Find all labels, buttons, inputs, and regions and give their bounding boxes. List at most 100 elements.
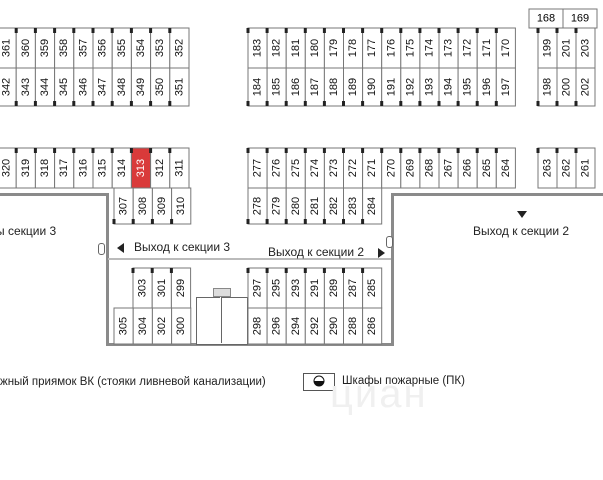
parking-spot-194[interactable]: 194 bbox=[437, 67, 459, 107]
parking-spot-193[interactable]: 193 bbox=[418, 67, 440, 107]
parking-spot-293[interactable]: 293 bbox=[284, 267, 306, 309]
parking-spot-296[interactable]: 296 bbox=[266, 307, 287, 345]
parking-spot-202[interactable]: 202 bbox=[574, 67, 596, 107]
parking-spot-190[interactable]: 190 bbox=[361, 67, 383, 107]
parking-spot-267[interactable]: 267 bbox=[437, 147, 459, 189]
parking-spot-265[interactable]: 265 bbox=[475, 147, 497, 189]
parking-spot-177[interactable]: 177 bbox=[361, 27, 383, 69]
parking-spot-297[interactable]: 297 bbox=[246, 267, 268, 309]
parking-spot-302[interactable]: 302 bbox=[151, 307, 173, 345]
parking-spot-170[interactable]: 170 bbox=[494, 27, 516, 69]
parking-spot-294[interactable]: 294 bbox=[285, 307, 306, 345]
parking-spot-263[interactable]: 263 bbox=[536, 147, 558, 189]
parking-spot-300[interactable]: 300 bbox=[171, 307, 192, 345]
parking-spot-188[interactable]: 188 bbox=[322, 67, 344, 107]
parking-spot-357[interactable]: 357 bbox=[72, 27, 94, 69]
parking-spot-191[interactable]: 191 bbox=[380, 67, 402, 107]
parking-spot-269[interactable]: 269 bbox=[399, 147, 421, 189]
parking-spot-280[interactable]: 280 bbox=[284, 187, 306, 225]
parking-spot-348[interactable]: 348 bbox=[110, 67, 132, 107]
parking-spot-316[interactable]: 316 bbox=[72, 147, 94, 189]
parking-spot-319[interactable]: 319 bbox=[14, 147, 36, 189]
parking-spot-308[interactable]: 308 bbox=[131, 187, 153, 225]
parking-spot-284[interactable]: 284 bbox=[361, 187, 383, 225]
parking-spot-261[interactable]: 261 bbox=[574, 147, 596, 189]
parking-spot-189[interactable]: 189 bbox=[342, 67, 364, 107]
parking-spot-273[interactable]: 273 bbox=[322, 147, 344, 189]
parking-spot-292[interactable]: 292 bbox=[304, 307, 325, 345]
parking-spot-175[interactable]: 175 bbox=[399, 27, 421, 69]
parking-spot-270[interactable]: 270 bbox=[380, 147, 402, 189]
parking-spot-174[interactable]: 174 bbox=[418, 27, 440, 69]
parking-spot-298[interactable]: 298 bbox=[247, 307, 268, 345]
parking-spot-186[interactable]: 186 bbox=[284, 67, 306, 107]
parking-spot-285[interactable]: 285 bbox=[361, 267, 383, 309]
parking-spot-354[interactable]: 354 bbox=[129, 27, 152, 69]
parking-spot-304[interactable]: 304 bbox=[132, 307, 153, 345]
parking-spot-353[interactable]: 353 bbox=[149, 27, 171, 69]
parking-spot-344[interactable]: 344 bbox=[33, 67, 56, 107]
parking-spot-275[interactable]: 275 bbox=[284, 147, 306, 189]
parking-spot-311[interactable]: 311 bbox=[168, 147, 190, 189]
parking-spot-200[interactable]: 200 bbox=[555, 67, 577, 107]
parking-spot-278[interactable]: 278 bbox=[246, 187, 268, 225]
parking-spot-181[interactable]: 181 bbox=[284, 27, 306, 69]
parking-spot-286[interactable]: 286 bbox=[362, 307, 383, 345]
parking-spot-198[interactable]: 198 bbox=[536, 67, 558, 107]
parking-spot-345[interactable]: 345 bbox=[53, 67, 75, 107]
parking-spot-351[interactable]: 351 bbox=[168, 67, 190, 107]
parking-spot-360[interactable]: 360 bbox=[14, 27, 36, 69]
parking-spot-347[interactable]: 347 bbox=[91, 67, 113, 107]
parking-spot-318[interactable]: 318 bbox=[33, 147, 56, 189]
parking-spot-288[interactable]: 288 bbox=[343, 307, 364, 345]
parking-spot-343[interactable]: 343 bbox=[14, 67, 36, 107]
parking-spot-176[interactable]: 176 bbox=[380, 27, 402, 69]
parking-spot-264[interactable]: 264 bbox=[494, 147, 516, 189]
parking-spot-268[interactable]: 268 bbox=[418, 147, 440, 189]
parking-spot-183[interactable]: 183 bbox=[246, 27, 268, 69]
parking-spot-266[interactable]: 266 bbox=[456, 147, 478, 189]
parking-spot-359[interactable]: 359 bbox=[33, 27, 56, 69]
parking-spot-290[interactable]: 290 bbox=[323, 307, 344, 345]
parking-spot-356[interactable]: 356 bbox=[91, 27, 113, 69]
parking-spot-178[interactable]: 178 bbox=[342, 27, 364, 69]
parking-spot-295[interactable]: 295 bbox=[265, 267, 287, 309]
parking-spot-313[interactable]: 313 bbox=[129, 147, 152, 189]
parking-spot-169[interactable]: 169 bbox=[562, 8, 598, 29]
parking-spot-342[interactable]: 342 bbox=[0, 67, 17, 107]
parking-spot-185[interactable]: 185 bbox=[265, 67, 287, 107]
parking-spot-197[interactable]: 197 bbox=[494, 67, 516, 107]
parking-spot-315[interactable]: 315 bbox=[91, 147, 113, 189]
parking-spot-187[interactable]: 187 bbox=[303, 67, 325, 107]
parking-spot-287[interactable]: 287 bbox=[342, 267, 364, 309]
parking-spot-289[interactable]: 289 bbox=[322, 267, 344, 309]
parking-spot-171[interactable]: 171 bbox=[475, 27, 497, 69]
parking-spot-173[interactable]: 173 bbox=[437, 27, 459, 69]
parking-spot-168[interactable]: 168 bbox=[528, 8, 564, 29]
parking-spot-320[interactable]: 320 bbox=[0, 147, 17, 189]
parking-spot-184[interactable]: 184 bbox=[246, 67, 268, 107]
parking-spot-277[interactable]: 277 bbox=[246, 147, 268, 189]
parking-spot-199[interactable]: 199 bbox=[536, 27, 558, 69]
parking-spot-196[interactable]: 196 bbox=[475, 67, 497, 107]
parking-spot-301[interactable]: 301 bbox=[150, 267, 172, 309]
parking-spot-350[interactable]: 350 bbox=[149, 67, 171, 107]
parking-spot-299[interactable]: 299 bbox=[169, 267, 192, 309]
parking-spot-274[interactable]: 274 bbox=[303, 147, 325, 189]
parking-spot-203[interactable]: 203 bbox=[574, 27, 596, 69]
parking-spot-309[interactable]: 309 bbox=[150, 187, 173, 225]
parking-spot-271[interactable]: 271 bbox=[361, 147, 383, 189]
parking-spot-276[interactable]: 276 bbox=[265, 147, 287, 189]
parking-spot-317[interactable]: 317 bbox=[53, 147, 75, 189]
parking-spot-262[interactable]: 262 bbox=[555, 147, 577, 189]
parking-spot-282[interactable]: 282 bbox=[322, 187, 344, 225]
parking-spot-349[interactable]: 349 bbox=[129, 67, 152, 107]
parking-spot-303[interactable]: 303 bbox=[131, 267, 153, 309]
parking-spot-305[interactable]: 305 bbox=[113, 307, 134, 345]
parking-spot-281[interactable]: 281 bbox=[303, 187, 325, 225]
parking-spot-312[interactable]: 312 bbox=[149, 147, 171, 189]
parking-spot-192[interactable]: 192 bbox=[399, 67, 421, 107]
parking-spot-358[interactable]: 358 bbox=[53, 27, 75, 69]
parking-spot-180[interactable]: 180 bbox=[303, 27, 325, 69]
parking-spot-346[interactable]: 346 bbox=[72, 67, 94, 107]
